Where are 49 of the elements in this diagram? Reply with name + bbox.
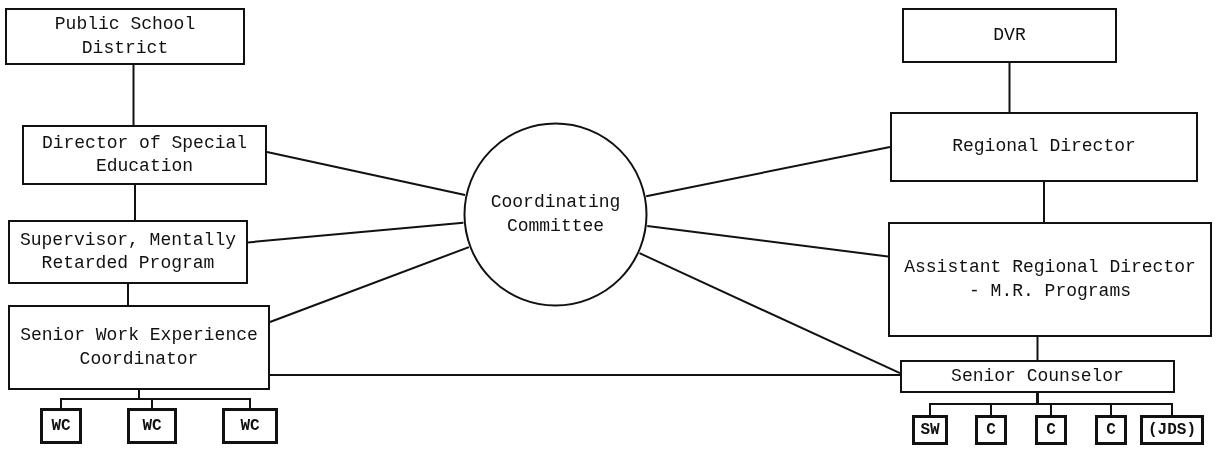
node-label: SW [920,419,940,441]
org-box [888,222,1212,337]
node-label: (JDS) [1148,419,1196,441]
connector-line [1043,181,1045,223]
org-box [22,125,267,185]
connector-line [138,389,251,409]
node-label: WC [240,415,260,437]
org-box [8,305,270,390]
node-label: Public School District [53,13,197,60]
org-box [127,408,177,444]
org-box [40,408,82,444]
connector-line [247,221,465,244]
connector-line [1008,62,1011,113]
org-box [222,408,278,444]
node-label: Senior Counselor [951,364,1124,388]
node-label: Director of Special Education [40,131,249,178]
node-label: C [986,419,996,441]
org-box [912,415,948,445]
org-box [890,112,1198,182]
org-box [900,360,1175,393]
connector-line [646,225,889,258]
org-box [1140,415,1204,445]
org-box [1035,415,1067,445]
connector-line [1036,392,1173,416]
connector-line [266,151,467,196]
org-box [1095,415,1127,445]
connector-line [127,283,129,306]
connector-line [638,252,901,375]
connector-line [269,246,470,323]
node-label: WC [51,415,71,437]
node-label: Assistant Regional Director - M.R. Programs [903,256,1197,303]
org-box [975,415,1007,445]
connector-line [269,374,901,376]
node-label: Regional Director [952,135,1136,159]
connector-line [132,64,135,126]
node-label: Coordinating Committee [489,191,622,238]
node-label: C [1046,419,1056,441]
connector-line [1036,336,1039,361]
node-label: Supervisor, Mentally Retarded Program [18,228,237,275]
node-label: Senior Work Experience Coordinator [19,324,259,371]
connector-line [645,146,891,198]
committee-circle [463,122,648,307]
org-box [5,8,245,65]
org-box [902,8,1117,63]
node-label: C [1106,419,1116,441]
org-box [8,220,248,284]
node-label: WC [142,415,162,437]
node-label: DVR [993,23,1026,47]
connector-line [134,184,136,221]
